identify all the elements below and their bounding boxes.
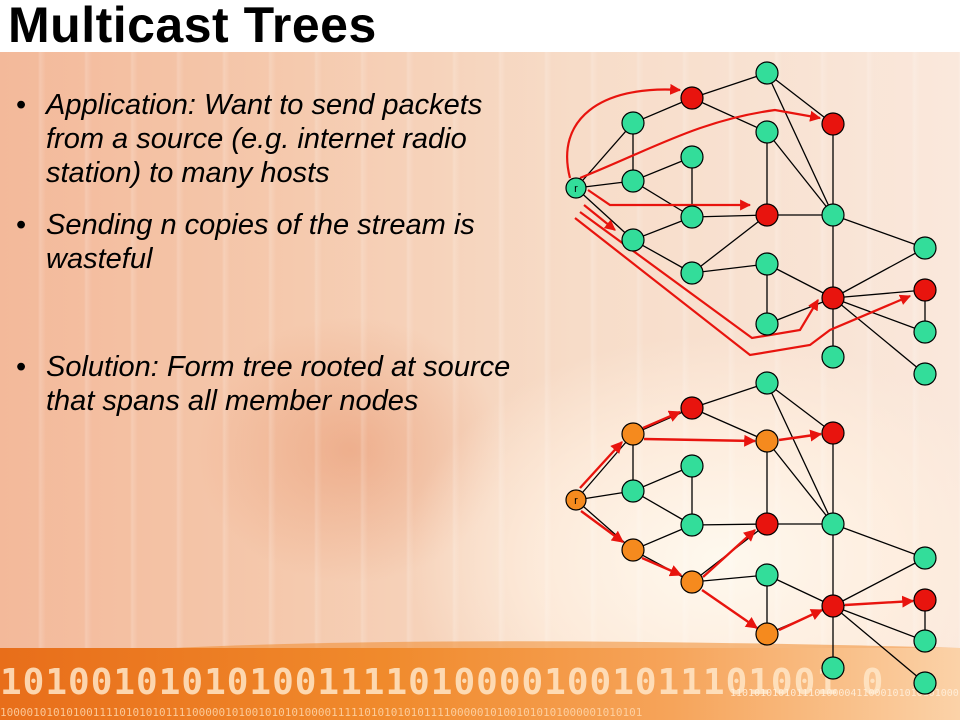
router-node bbox=[621, 111, 645, 135]
source-node bbox=[565, 177, 587, 199]
tree-node bbox=[755, 622, 779, 646]
bullet-list: Application: Want to send packets from a… bbox=[14, 88, 514, 418]
router-node bbox=[913, 671, 937, 695]
router-node bbox=[680, 261, 704, 285]
binary-text-large: 1010010101010011110100001001011101001 0 bbox=[0, 662, 885, 703]
router-node bbox=[755, 563, 779, 587]
unicast-diagram: r bbox=[565, 61, 937, 386]
router-node bbox=[821, 656, 845, 680]
tree-arrows bbox=[579, 410, 915, 632]
unicast-nodes bbox=[565, 61, 937, 386]
router-node bbox=[913, 629, 937, 653]
title-band bbox=[0, 0, 960, 52]
router-node bbox=[821, 345, 845, 369]
member-node bbox=[680, 86, 704, 110]
member-node bbox=[913, 588, 937, 612]
member-node bbox=[821, 594, 845, 618]
router-node bbox=[755, 371, 779, 395]
router-node bbox=[755, 120, 779, 144]
member-node bbox=[755, 512, 779, 536]
source-label: r bbox=[574, 183, 578, 195]
router-node bbox=[913, 320, 937, 344]
bullet-solution: Solution: Form tree rooted at source tha… bbox=[14, 350, 514, 418]
binary-text-tiny: 1000010101010011110101010111100000101001… bbox=[0, 706, 643, 719]
tree-node bbox=[621, 422, 645, 446]
router-node bbox=[621, 169, 645, 193]
router-node bbox=[913, 546, 937, 570]
member-node bbox=[913, 278, 937, 302]
binary-footer-band: 1010010101010011110100001001011101001 0 … bbox=[0, 648, 960, 720]
router-node bbox=[913, 236, 937, 260]
member-node bbox=[821, 112, 845, 136]
tree-node bbox=[621, 538, 645, 562]
member-node bbox=[680, 396, 704, 420]
router-node bbox=[755, 61, 779, 85]
tree-node bbox=[680, 570, 704, 594]
router-node bbox=[680, 513, 704, 537]
source-node bbox=[565, 489, 587, 511]
binary-text-small: 11010101010111010000411000101010101000 bbox=[730, 688, 959, 699]
slide-title: Multicast Trees bbox=[8, 0, 377, 53]
router-node bbox=[680, 454, 704, 478]
member-node bbox=[821, 286, 845, 310]
multicast-tree-diagram: r bbox=[565, 371, 937, 695]
router-node bbox=[680, 205, 704, 229]
router-node bbox=[755, 252, 779, 276]
tree-nodes bbox=[565, 371, 937, 695]
router-node bbox=[913, 362, 937, 386]
router-node bbox=[621, 228, 645, 252]
router-node bbox=[621, 479, 645, 503]
source-label: r bbox=[574, 495, 578, 507]
router-node bbox=[821, 512, 845, 536]
bullet-wasteful: Sending n copies of the stream is wastef… bbox=[14, 208, 514, 276]
member-node bbox=[755, 203, 779, 227]
tree-node bbox=[755, 429, 779, 453]
router-node bbox=[821, 203, 845, 227]
router-node bbox=[680, 145, 704, 169]
member-node bbox=[821, 421, 845, 445]
bullet-application: Application: Want to send packets from a… bbox=[14, 88, 514, 190]
router-node bbox=[755, 312, 779, 336]
unicast-copy-arrows bbox=[566, 83, 912, 357]
